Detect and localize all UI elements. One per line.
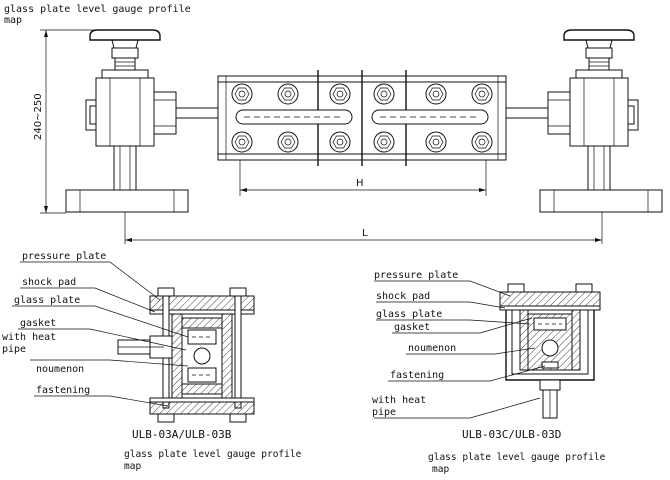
left-label-noumenon: noumenon (36, 364, 84, 375)
left-caption-line2: map (124, 461, 141, 472)
height-dim-label: 240~250 (33, 93, 44, 140)
right-label-gasket: gasket (394, 322, 430, 333)
left-label-pipe: pipe (2, 344, 26, 355)
right-label-glass-plate: glass plate (376, 309, 442, 320)
right-section-view (499, 283, 601, 419)
l-dim-label: L (362, 228, 368, 239)
left-label-pressure-plate: pressure plate (22, 251, 106, 262)
gauge-bolts (231, 83, 493, 153)
right-leaders (374, 280, 546, 419)
top-title-line1: glass plate level gauge profile (4, 4, 191, 15)
left-label-with-heat: with heat (2, 332, 56, 343)
left-label-shock-pad: shock pad (22, 277, 76, 288)
right-label-fastening: fastening (390, 370, 444, 381)
gauge-body (217, 70, 507, 166)
right-label-noumenon: noumenon (408, 343, 456, 354)
right-valve (539, 29, 663, 244)
right-model-label: ULB-03C/ULB-03D (462, 428, 561, 441)
left-caption-line1: glass plate level gauge profile (124, 449, 302, 460)
left-model-label: ULB-03A/ULB-03B (132, 428, 232, 441)
left-label-gasket: gasket (20, 318, 56, 329)
top-title-line2: map (4, 15, 22, 26)
left-valve (65, 29, 189, 244)
h-dimension: H (239, 160, 487, 196)
left-label-fastening: fastening (36, 385, 90, 396)
left-leaders (12, 261, 189, 407)
right-label-shock-pad: shock pad (376, 291, 430, 302)
height-dimension: 240~250 (33, 29, 95, 214)
left-section-view (117, 287, 255, 423)
left-label-glass-plate: glass plate (14, 295, 80, 306)
l-dimension: L (125, 228, 602, 242)
right-caption-line1: glass plate level gauge profile (428, 452, 606, 463)
connecting-pipe (176, 107, 548, 119)
right-label-with-heat: with heat (372, 395, 426, 406)
right-caption-line2: map (432, 464, 449, 475)
h-dim-label: H (356, 178, 364, 189)
right-label-pressure-plate: pressure plate (374, 270, 458, 281)
right-label-pipe: pipe (372, 407, 396, 418)
